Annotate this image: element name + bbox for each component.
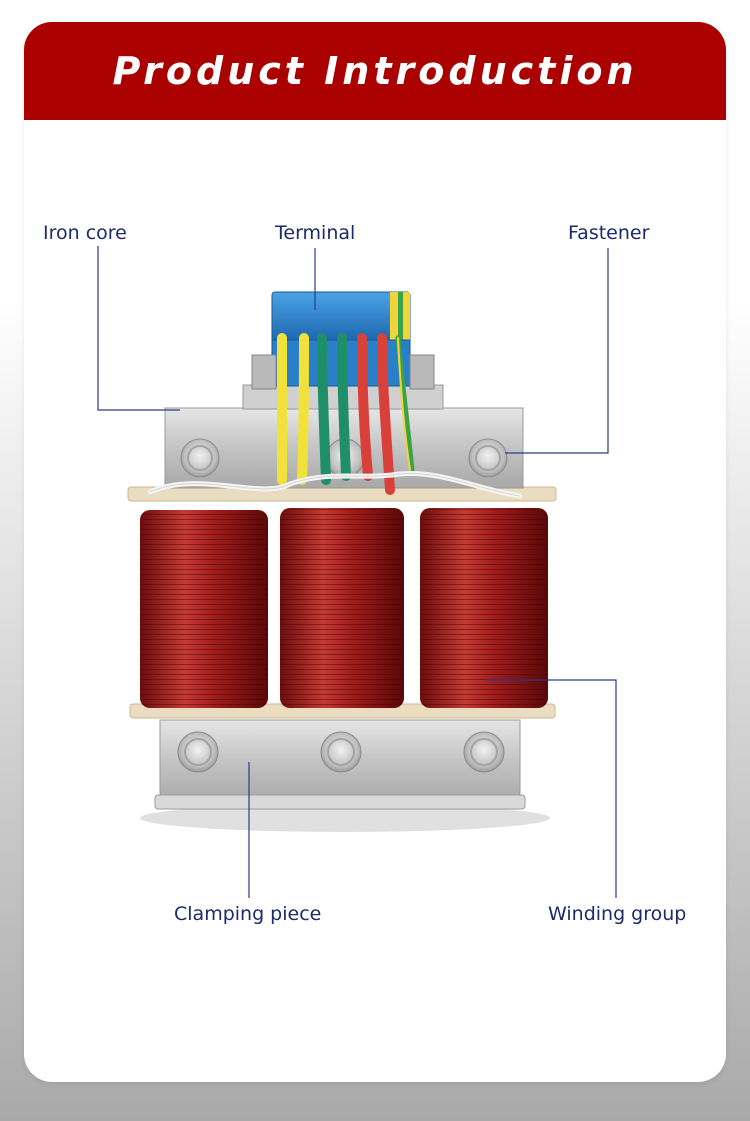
base-shadow (140, 804, 550, 832)
label-terminal: Terminal (275, 222, 356, 244)
bolt-icon (463, 731, 505, 773)
page-title: Product Introduction (112, 49, 638, 93)
clamping-piece-graphic (154, 719, 526, 810)
iron-core-leader (97, 246, 180, 411)
bolt-icon (180, 438, 220, 478)
winding-group-leader (485, 679, 617, 898)
winding-group-graphic (140, 508, 548, 708)
bolt-icon (320, 731, 362, 773)
label-fastener: Fastener (568, 222, 650, 244)
bolt-icon (177, 731, 219, 773)
label-clamping-piece: Clamping piece (174, 903, 322, 925)
label-winding-group: Winding group (548, 903, 687, 925)
wires-graphic (147, 333, 523, 499)
fastener-bolt-icon (468, 438, 508, 478)
header-banner: Product Introduction (24, 22, 726, 120)
label-iron-core: Iron core (43, 222, 127, 244)
leader-lines (97, 246, 617, 898)
fastener-leader (505, 248, 609, 454)
